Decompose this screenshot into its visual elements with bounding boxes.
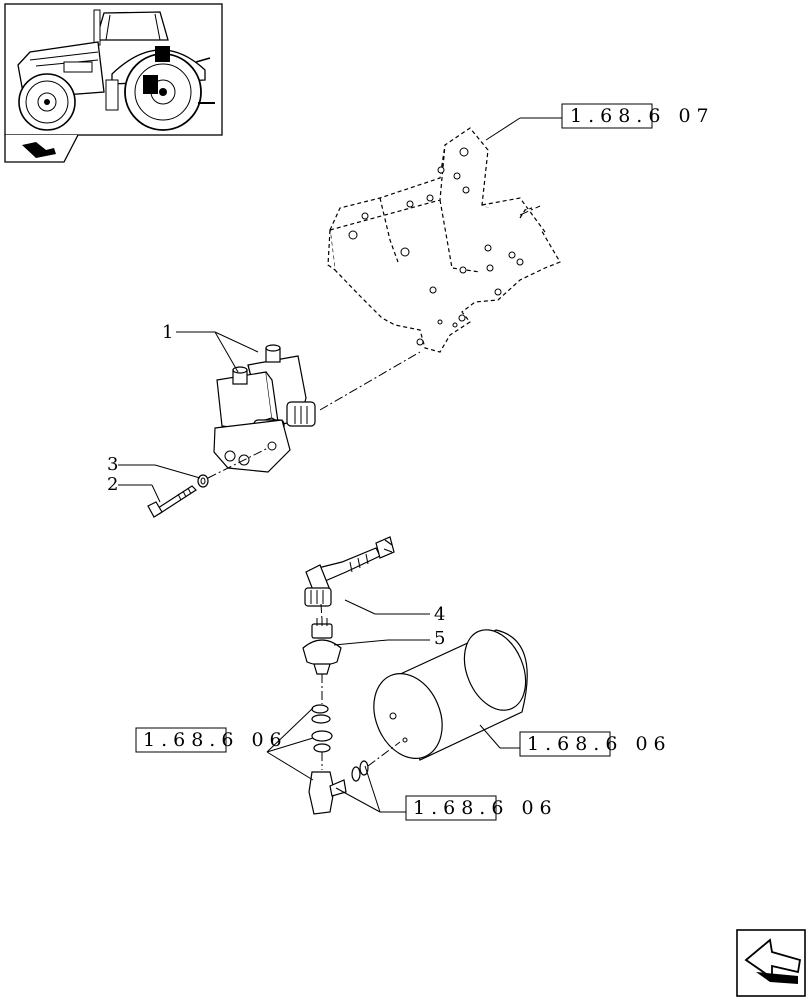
reference-tank-label: 1.68.6 06 bbox=[527, 733, 672, 755]
leader-lines bbox=[118, 117, 562, 813]
section-arrow-icon bbox=[4, 134, 79, 163]
reference-top-label: 1.68.6 07 bbox=[570, 105, 715, 127]
pressure-switch bbox=[302, 618, 342, 675]
mounting-bracket bbox=[327, 127, 561, 353]
next-page-arrow-icon[interactable] bbox=[736, 929, 806, 997]
callout-3: 3 bbox=[107, 454, 118, 475]
callout-4: 4 bbox=[434, 604, 445, 625]
reference-bottom-label: 1.68.6 06 bbox=[413, 797, 558, 819]
wiring-connector bbox=[304, 536, 395, 607]
reference-bottom[interactable]: 1.68.6 06 bbox=[405, 795, 558, 821]
washer bbox=[197, 474, 209, 488]
centerlines bbox=[207, 351, 421, 770]
callout-2: 2 bbox=[107, 474, 118, 495]
reference-top[interactable]: 1.68.6 07 bbox=[561, 103, 715, 129]
callout-1: 1 bbox=[162, 322, 173, 343]
reference-tank[interactable]: 1.68.6 06 bbox=[519, 731, 672, 757]
callout-5: 5 bbox=[434, 628, 445, 649]
tractor-thumbnail-icon bbox=[4, 3, 223, 136]
fittings-stack bbox=[308, 704, 369, 815]
reference-left-label: 1.68.6 06 bbox=[143, 729, 288, 751]
bolt bbox=[147, 485, 197, 518]
solenoid-valve-assembly bbox=[213, 344, 316, 473]
reference-left[interactable]: 1.68.6 06 bbox=[135, 727, 288, 753]
air-tank bbox=[373, 629, 528, 761]
